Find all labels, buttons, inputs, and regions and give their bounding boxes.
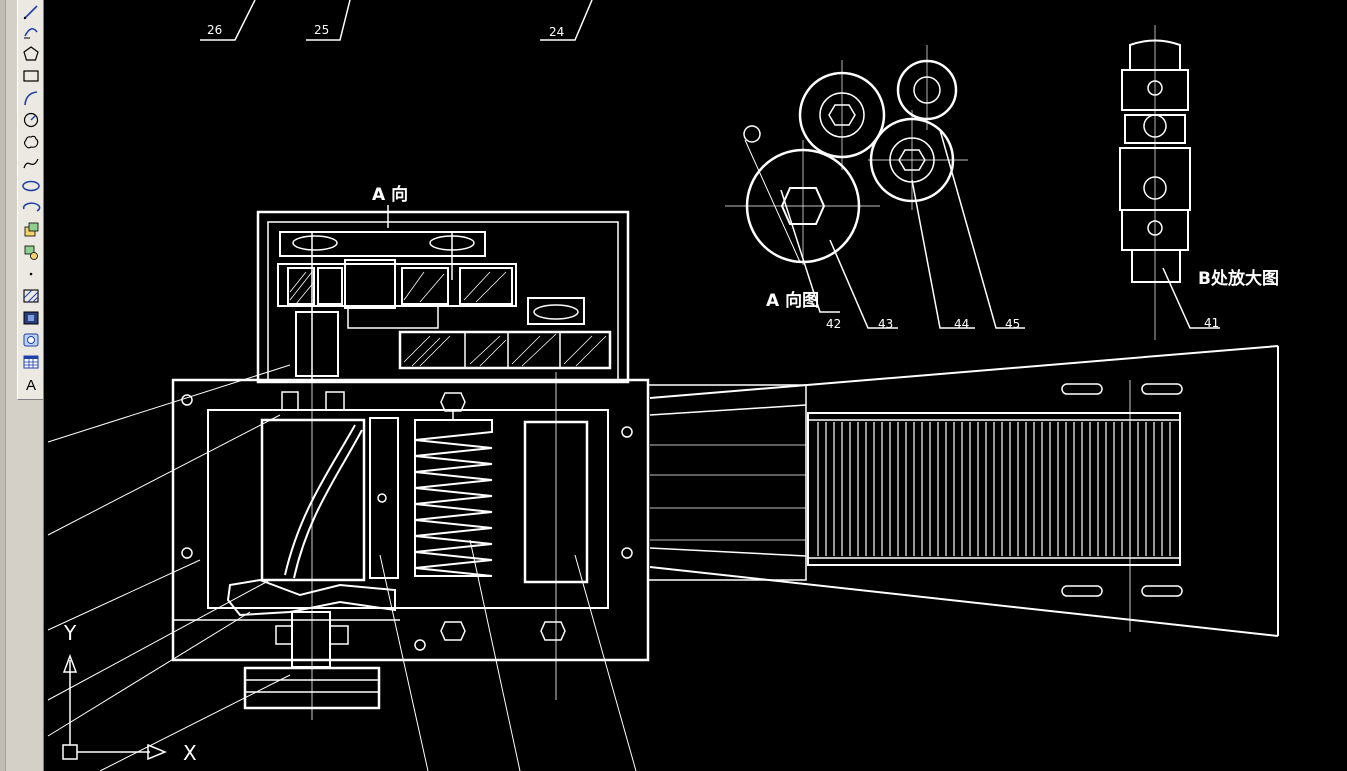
circle-tool[interactable]: [20, 110, 42, 130]
drawing-labels: 26 25 24 A 向 A 向图 B处放大图 42 43 44 45 41 Y…: [63, 23, 1279, 765]
ellipse-arc-icon: [22, 202, 41, 212]
callout-42: 42: [826, 317, 841, 331]
callout-25: 25: [314, 23, 329, 37]
drawing-svg: 26 25 24 A 向 A 向图 B处放大图 42 43 44 45 41 Y…: [47, 0, 1279, 771]
make-block-tool[interactable]: [20, 242, 42, 262]
ucs-x-label: X: [183, 741, 197, 765]
rectangle-icon: [23, 70, 39, 82]
conveyor-chute: [648, 345, 1279, 637]
drawing-area[interactable]: 26 25 24 A 向 A 向图 B处放大图 42 43 44 45 41 Y…: [44, 0, 1347, 771]
callout-43: 43: [878, 317, 893, 331]
gear-train-view: [725, 45, 1025, 329]
polygon-icon: [23, 46, 39, 61]
point-tool[interactable]: [20, 264, 42, 284]
callout-leaders-bottom: [47, 364, 637, 771]
detail-b-view: [1119, 25, 1220, 340]
hatch-tool[interactable]: [20, 286, 42, 306]
line-icon: [23, 5, 38, 20]
draw-toolbar: A: [0, 0, 44, 771]
construction-line-tool[interactable]: [20, 22, 42, 42]
make-block-icon: [24, 245, 38, 260]
polygon-tool[interactable]: [20, 44, 42, 64]
xline-icon: [24, 28, 38, 39]
region-icon: [23, 333, 39, 347]
callout-45: 45: [1005, 317, 1020, 331]
ellipse-icon: [22, 180, 40, 192]
main-casing: [171, 372, 650, 720]
table-icon: [23, 355, 39, 369]
insert-block-icon: [24, 222, 39, 237]
rectangle-tool[interactable]: [20, 66, 42, 86]
callout-24: 24: [549, 25, 564, 39]
callout-leaders-top: [200, 0, 593, 41]
line-tool[interactable]: [20, 2, 42, 22]
ellipse-tool[interactable]: [20, 176, 42, 196]
ellipse-arc-tool[interactable]: [20, 198, 42, 218]
callout-41: 41: [1204, 316, 1219, 330]
insert-block-tool[interactable]: [20, 220, 42, 240]
ucs-y-label: Y: [63, 621, 77, 645]
view-a-figure-label: A 向图: [766, 290, 819, 311]
hatch-icon: [23, 289, 39, 303]
spline-icon: [23, 158, 39, 169]
draw-toolbar-panel: A: [17, 0, 44, 400]
point-icon: [29, 272, 33, 276]
region-tool[interactable]: [20, 330, 42, 350]
detail-b-label: B处放大图: [1198, 268, 1279, 289]
circle-icon: [23, 112, 39, 128]
arc-icon: [24, 91, 38, 106]
ucs-icon: [62, 653, 167, 761]
svg-text:A: A: [26, 377, 36, 394]
callout-26: 26: [207, 23, 222, 37]
table-tool[interactable]: [20, 352, 42, 372]
toolbar-dock-edge: [0, 0, 6, 771]
view-a-label: A 向: [372, 184, 408, 205]
revision-cloud-tool[interactable]: [20, 132, 42, 152]
cloud-icon: [23, 135, 39, 149]
view-a-housing: [256, 205, 630, 384]
spline-tool[interactable]: [20, 154, 42, 174]
gradient-tool[interactable]: [20, 308, 42, 328]
text-icon: A: [26, 377, 36, 394]
multiline-text-tool[interactable]: A: [20, 374, 42, 394]
callout-44: 44: [954, 317, 969, 331]
gradient-icon: [23, 311, 39, 325]
arc-tool[interactable]: [20, 88, 42, 108]
